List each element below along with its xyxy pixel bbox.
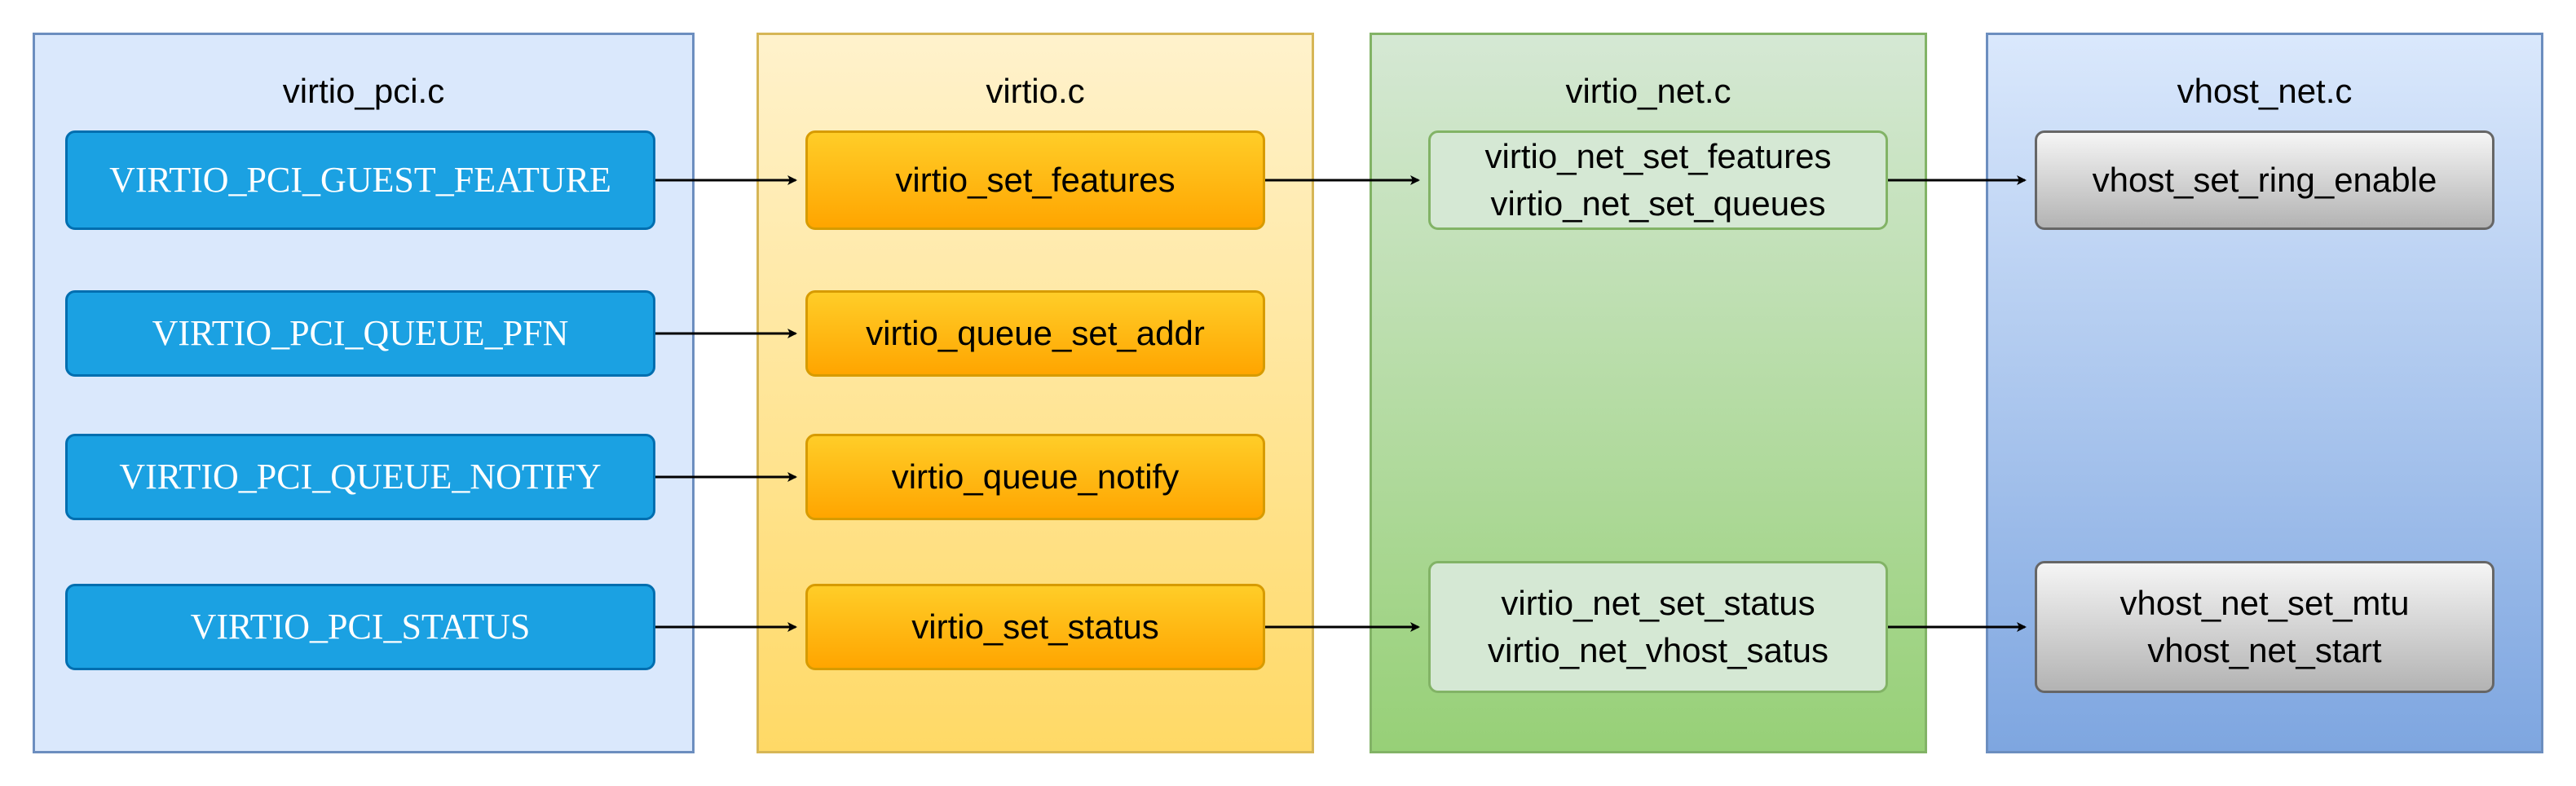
node-vhost-set-ring-enable: vhost_set_ring_enable — [2035, 130, 2494, 230]
node-label-line2: virtio_net_vhost_satus — [1488, 631, 1828, 669]
node-label: virtio_set_status — [911, 607, 1159, 646]
lane-title-virtio-pci: virtio_pci.c — [282, 72, 445, 110]
node-label: VIRTIO_PCI_QUEUE_PFN — [152, 313, 569, 353]
node-label: virtio_queue_set_addr — [866, 314, 1205, 352]
node-label: vhost_set_ring_enable — [2092, 161, 2437, 199]
node-virtio-set-features: virtio_set_features — [805, 130, 1265, 230]
node-virtio-queue-notify: virtio_queue_notify — [805, 434, 1265, 520]
node-label-line2: vhost_net_start — [2147, 631, 2382, 669]
node-virtio-pci-queue-pfn: VIRTIO_PCI_QUEUE_PFN — [65, 290, 655, 377]
node-label: VIRTIO_PCI_STATUS — [190, 607, 531, 647]
node-virtio-set-status: virtio_set_status — [805, 584, 1265, 670]
node-label-line1: virtio_net_set_features — [1484, 137, 1832, 175]
node-virtio-net-set-features-queues: virtio_net_set_features virtio_net_set_q… — [1428, 130, 1888, 230]
node-virtio-queue-set-addr: virtio_queue_set_addr — [805, 290, 1265, 377]
node-label: VIRTIO_PCI_GUEST_FEATURE — [109, 160, 611, 200]
node-virtio-net-set-status: virtio_net_set_status virtio_net_vhost_s… — [1428, 561, 1888, 693]
node-label-line1: vhost_net_set_mtu — [2119, 584, 2410, 622]
node-label: virtio_queue_notify — [891, 457, 1180, 496]
node-virtio-pci-queue-notify: VIRTIO_PCI_QUEUE_NOTIFY — [65, 434, 655, 520]
node-virtio-pci-guest-feature: VIRTIO_PCI_GUEST_FEATURE — [65, 130, 655, 230]
lane-title-vhost-net: vhost_net.c — [2177, 72, 2353, 110]
node-virtio-pci-status: VIRTIO_PCI_STATUS — [65, 584, 655, 670]
node-label: virtio_set_features — [895, 161, 1176, 199]
lane-title-virtio-net: virtio_net.c — [1565, 72, 1731, 110]
node-vhost-net-set-mtu-start: vhost_net_set_mtu vhost_net_start — [2035, 561, 2494, 693]
node-label-line1: virtio_net_set_status — [1501, 584, 1815, 622]
node-label: VIRTIO_PCI_QUEUE_NOTIFY — [119, 457, 602, 497]
lane-title-virtio: virtio.c — [986, 72, 1085, 110]
node-label-line2: virtio_net_set_queues — [1490, 184, 1826, 223]
